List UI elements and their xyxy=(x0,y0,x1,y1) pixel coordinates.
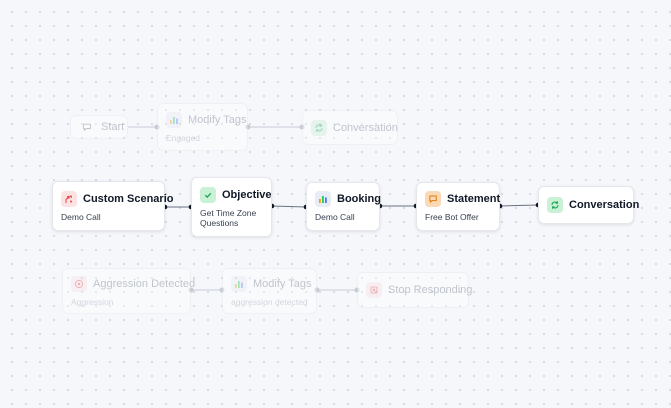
branch-arrows-icon xyxy=(61,190,77,207)
alert-circle-icon xyxy=(71,275,87,292)
node-title: Conversation xyxy=(333,121,398,134)
connector-dot xyxy=(245,124,251,130)
start-node[interactable]: Start xyxy=(70,115,128,139)
node-title: Modify Tags xyxy=(188,113,247,126)
node-title: Aggression Detected xyxy=(93,277,196,290)
check-circle-icon xyxy=(200,186,216,203)
node-title: Objective xyxy=(222,188,272,201)
connector-dot xyxy=(188,287,194,293)
connector-dot xyxy=(354,287,360,293)
booking-node[interactable]: Booking Demo Call xyxy=(306,182,381,231)
node-subtitle: Aggression xyxy=(71,296,114,307)
stop-square-icon xyxy=(366,282,382,298)
node-subtitle: aggression detected xyxy=(231,296,308,307)
connector-dot xyxy=(154,124,160,130)
node-title: Booking xyxy=(337,193,381,205)
message-square-icon xyxy=(425,191,441,207)
node-title: Stop Responding xyxy=(388,284,473,296)
node-title: Conversation xyxy=(569,199,640,211)
subtitle-line: Get Time Zone xyxy=(200,207,257,218)
loop-arrows-icon xyxy=(547,197,563,213)
connector-dot xyxy=(219,287,225,293)
stop-responding-node[interactable]: Stop Responding xyxy=(357,272,473,308)
loop-arrows-icon xyxy=(311,119,327,136)
node-title: Custom Scenario xyxy=(83,192,174,205)
edge-objective-to-booking xyxy=(271,205,307,208)
node-subtitle: Demo Call xyxy=(315,212,355,222)
node-title: Modify Tags xyxy=(253,277,312,290)
node-subtitle: Get Time Zone Questions xyxy=(200,208,263,228)
node-title: Statement xyxy=(447,193,501,205)
connector-dot xyxy=(314,287,320,293)
edge-statement-to-conversation xyxy=(499,204,539,207)
node-subtitle: Demo Call xyxy=(61,211,101,222)
statement-node[interactable]: Statement Free Bot Offer xyxy=(416,182,500,231)
node-title: Start xyxy=(101,121,125,133)
node-subtitle: Free Bot Offer xyxy=(425,212,479,222)
modify-tags-node-top[interactable]: Modify Tags Engaged xyxy=(157,103,248,151)
modify-tags-node-bottom[interactable]: Modify Tags aggression detected xyxy=(222,268,317,314)
subtitle-line: Questions xyxy=(200,217,239,228)
conversation-node-main[interactable]: Conversation xyxy=(538,186,639,224)
chat-bubble-icon xyxy=(79,119,95,135)
bar-chart-icon xyxy=(166,111,182,128)
bar-chart-icon xyxy=(231,275,247,292)
connector-dot xyxy=(299,124,305,130)
objective-node[interactable]: Objective Get Time Zone Questions xyxy=(191,177,272,237)
bar-chart-icon xyxy=(315,191,331,207)
node-subtitle: Engaged xyxy=(166,132,201,143)
conversation-node-top[interactable]: Conversation xyxy=(302,110,398,145)
aggression-detected-node[interactable]: Aggression Detected Aggression xyxy=(62,268,195,314)
custom-scenario-node[interactable]: Custom Scenario Demo Call xyxy=(52,181,173,231)
